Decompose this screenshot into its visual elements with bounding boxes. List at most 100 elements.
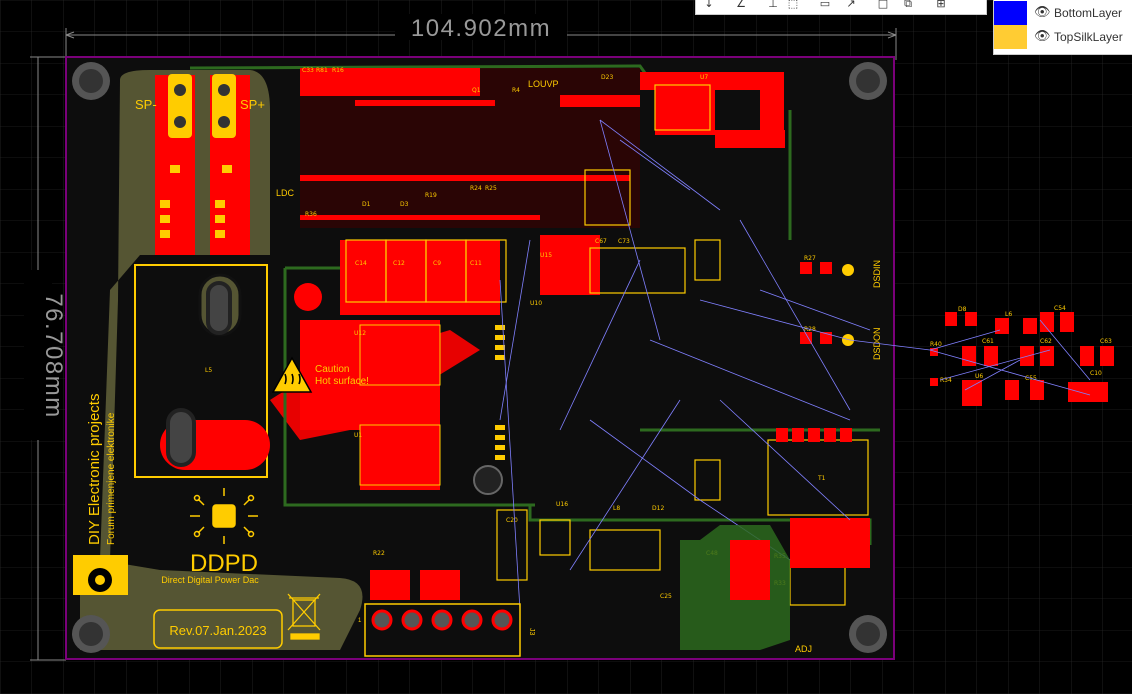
align-icon[interactable]: ⊥	[768, 0, 778, 10]
label-louvp: LOUVP	[528, 79, 559, 89]
copper-pour-br	[730, 540, 770, 600]
svg-text:D12: D12	[652, 505, 664, 512]
svg-text:R19: R19	[425, 192, 437, 199]
svg-text:C73: C73	[618, 238, 630, 245]
svg-text:U7: U7	[700, 74, 708, 81]
svg-text:U12: U12	[354, 330, 366, 337]
test-point-dsdon	[842, 334, 854, 346]
svg-text:C20: C20	[506, 517, 518, 524]
svg-text:C10: C10	[1090, 370, 1102, 377]
svg-text:R24: R24	[470, 185, 482, 192]
product-fullname: Direct Digital Power Dac	[161, 575, 259, 585]
layer-swatch-bottom	[994, 1, 1027, 25]
svg-text:R34: R34	[940, 377, 952, 384]
label-adj: ADJ	[795, 644, 812, 654]
svg-text:Q1: Q1	[472, 87, 481, 94]
svg-text:T1: T1	[817, 475, 826, 482]
label-pin1: 1	[358, 618, 362, 624]
svg-text:C12: C12	[393, 260, 405, 267]
svg-text:U6: U6	[975, 373, 983, 380]
layers-panel: 👁 BottomLayer 👁 TopSilkLayer	[993, 0, 1132, 55]
refdes-l5: L5	[205, 367, 212, 374]
rectangle-icon[interactable]: ▭	[819, 0, 831, 10]
svg-text:R27: R27	[804, 255, 816, 262]
sp-small-pads	[160, 165, 232, 238]
arrow-down-icon[interactable]: ↓	[704, 0, 714, 10]
sp-minus-hole1	[174, 84, 186, 96]
svg-text:D3: D3	[400, 201, 409, 208]
select-box-icon[interactable]: ⬚	[787, 0, 799, 10]
svg-text:R22: R22	[373, 550, 385, 557]
line-draw-icon[interactable]: ↗	[846, 0, 856, 10]
svg-text:C33: C33	[302, 67, 314, 74]
svg-text:D23: D23	[601, 74, 613, 81]
header-copper-1	[370, 570, 410, 600]
electrolytic-cap	[473, 465, 503, 495]
caution-text-1: Caution	[315, 364, 349, 375]
toolbar: ↓ ∠ ⊥ ⬚ ▭ ↗ □ ⧉ ⊞	[695, 0, 987, 15]
svg-text:R40: R40	[930, 341, 942, 348]
svg-text:R25: R25	[485, 185, 497, 192]
chip-u12	[359, 324, 441, 386]
layer-name-bottom: BottomLayer	[1054, 6, 1123, 20]
product-name: DDPD	[190, 550, 258, 577]
revision-box	[153, 609, 283, 649]
label-sp-plus: SP+	[240, 97, 265, 112]
svg-text:C11: C11	[470, 260, 482, 267]
label-j3: J3	[528, 628, 535, 636]
ground-plane-left	[80, 70, 363, 650]
eye-icon[interactable]: 👁	[1034, 5, 1051, 20]
sp-plus-hole1	[218, 84, 230, 96]
chip-u1	[359, 424, 441, 486]
inductor-l5-outline	[134, 264, 268, 478]
chip-logo-icon	[190, 488, 258, 544]
brand-subtitle: Forum primenjene elektronike	[106, 412, 117, 545]
dimension-width-bg	[395, 14, 567, 40]
weee-bin-icon	[287, 593, 321, 640]
mounting-holes	[72, 62, 887, 653]
label-sp-minus: SP-	[135, 97, 157, 112]
svg-text:C61: C61	[982, 338, 994, 345]
gear-logo-icon	[73, 555, 128, 595]
sp-minus-hole2	[174, 116, 186, 128]
layer-row-topsilk[interactable]: 👁 TopSilkLayer	[994, 25, 1132, 49]
svg-text:L6: L6	[1005, 311, 1012, 318]
dimension-height-label: 76.708mm	[40, 293, 67, 418]
caution-text-2: Hot surface!	[315, 376, 369, 387]
angle-tool-icon[interactable]: ∠	[736, 0, 746, 10]
layer-row-bottom[interactable]: 👁 BottomLayer	[994, 1, 1132, 25]
svg-text:C14: C14	[355, 260, 367, 267]
chip-pins	[495, 325, 505, 460]
ratsnest-lines	[499, 119, 1091, 611]
svg-text:U10: U10	[530, 300, 542, 307]
test-point-dsdin	[842, 264, 854, 276]
sp-plus-pad[interactable]	[212, 74, 236, 138]
svg-text:D8: D8	[958, 306, 967, 313]
sp-plus-hole2	[218, 116, 230, 128]
square-icon[interactable]: □	[877, 0, 889, 10]
dimension-width-label: 104.902mm	[411, 15, 551, 42]
header-copper-2	[420, 570, 460, 600]
svg-text:L8: L8	[613, 505, 620, 512]
grid-icon[interactable]: ⊞	[936, 0, 946, 10]
svg-text:C62: C62	[1040, 338, 1052, 345]
header-j3	[364, 603, 521, 657]
label-ldc: LDC	[276, 188, 295, 198]
via-large	[294, 283, 322, 311]
hot-surface-warning-icon	[271, 356, 313, 393]
svg-text:R81: R81	[316, 67, 328, 74]
svg-text:U16: U16	[556, 501, 568, 508]
sp-minus-pad[interactable]	[168, 74, 192, 138]
label-dsdin: DSDIN	[872, 260, 882, 288]
layer-swatch-topsilk	[994, 25, 1027, 49]
inductor-slot-lower	[166, 408, 196, 467]
right-pads	[776, 262, 1114, 568]
copy-icon[interactable]: ⧉	[904, 0, 912, 10]
layer-name-topsilk: TopSilkLayer	[1054, 30, 1123, 44]
dimension-height-bg	[24, 270, 52, 440]
inductor-slot-upper	[206, 281, 232, 335]
eye-icon[interactable]: 👁	[1034, 29, 1051, 44]
header-j3-pins	[371, 609, 513, 631]
svg-text:R36: R36	[305, 211, 317, 218]
